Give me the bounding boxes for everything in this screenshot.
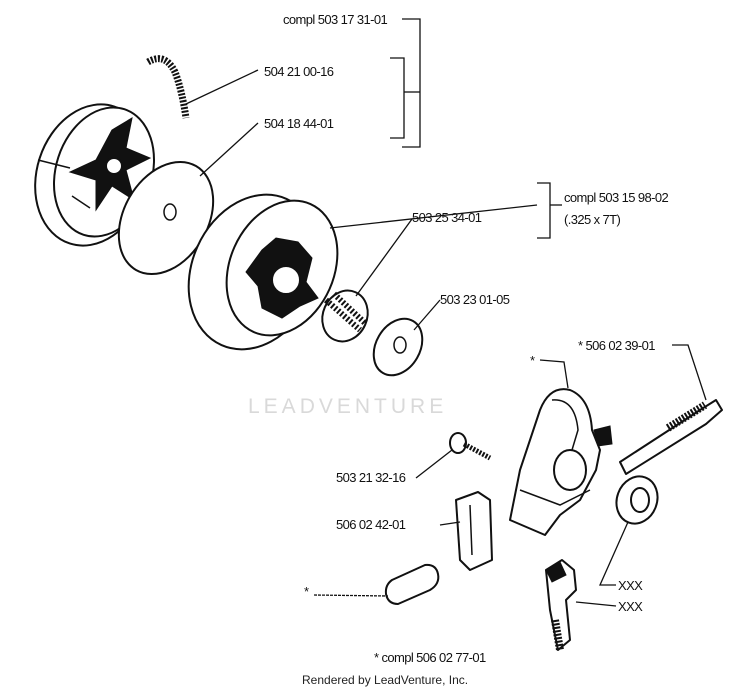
label-bracket: 506 02 42-01 (336, 517, 406, 532)
pump-bracket (455, 491, 493, 571)
part-labels: compl 503 17 31-01 504 21 00-16 504 18 4… (264, 12, 669, 665)
label-clutch-kit: compl 503 17 31-01 (283, 12, 387, 27)
watermark: LEADVENTURE (248, 395, 447, 418)
label-oil-pump-part: * 506 02 39-01 (578, 338, 655, 353)
watermark-text: LEADVENTURE (248, 395, 447, 418)
label-spring: 504 21 00-16 (264, 64, 334, 79)
clutch-drum (187, 193, 339, 351)
washer (372, 317, 424, 377)
label-needle-bearing: 503 25 34-01 (412, 210, 482, 225)
label-pin-marker: * (304, 584, 309, 599)
label-pump-body-marker: * (530, 353, 535, 368)
label-screw: 503 21 32-16 (336, 470, 406, 485)
label-drum-kit: compl 503 15 98-02 (564, 190, 668, 205)
drive-gear (615, 475, 659, 525)
needle-bearing (321, 289, 369, 343)
label-gear-code: XXX (618, 578, 643, 593)
pump-screw (449, 432, 492, 461)
drive-shaft (545, 559, 577, 651)
pump-piston (619, 399, 723, 475)
oil-pump-body (509, 388, 613, 536)
label-shaft-code: XXX (618, 599, 643, 614)
label-washer: 503 23 01-05 (440, 292, 510, 307)
leader-lines (185, 18, 707, 607)
label-washer-plate: 504 18 44-01 (264, 116, 334, 131)
pump-pin (384, 563, 440, 605)
label-oil-pump-kit: * compl 506 02 77-01 (374, 650, 486, 665)
footer-credit: Rendered by LeadVenture, Inc. (302, 673, 468, 687)
label-drum-spec: (.325 x 7T) (564, 212, 621, 227)
clutch-spring (146, 55, 190, 119)
